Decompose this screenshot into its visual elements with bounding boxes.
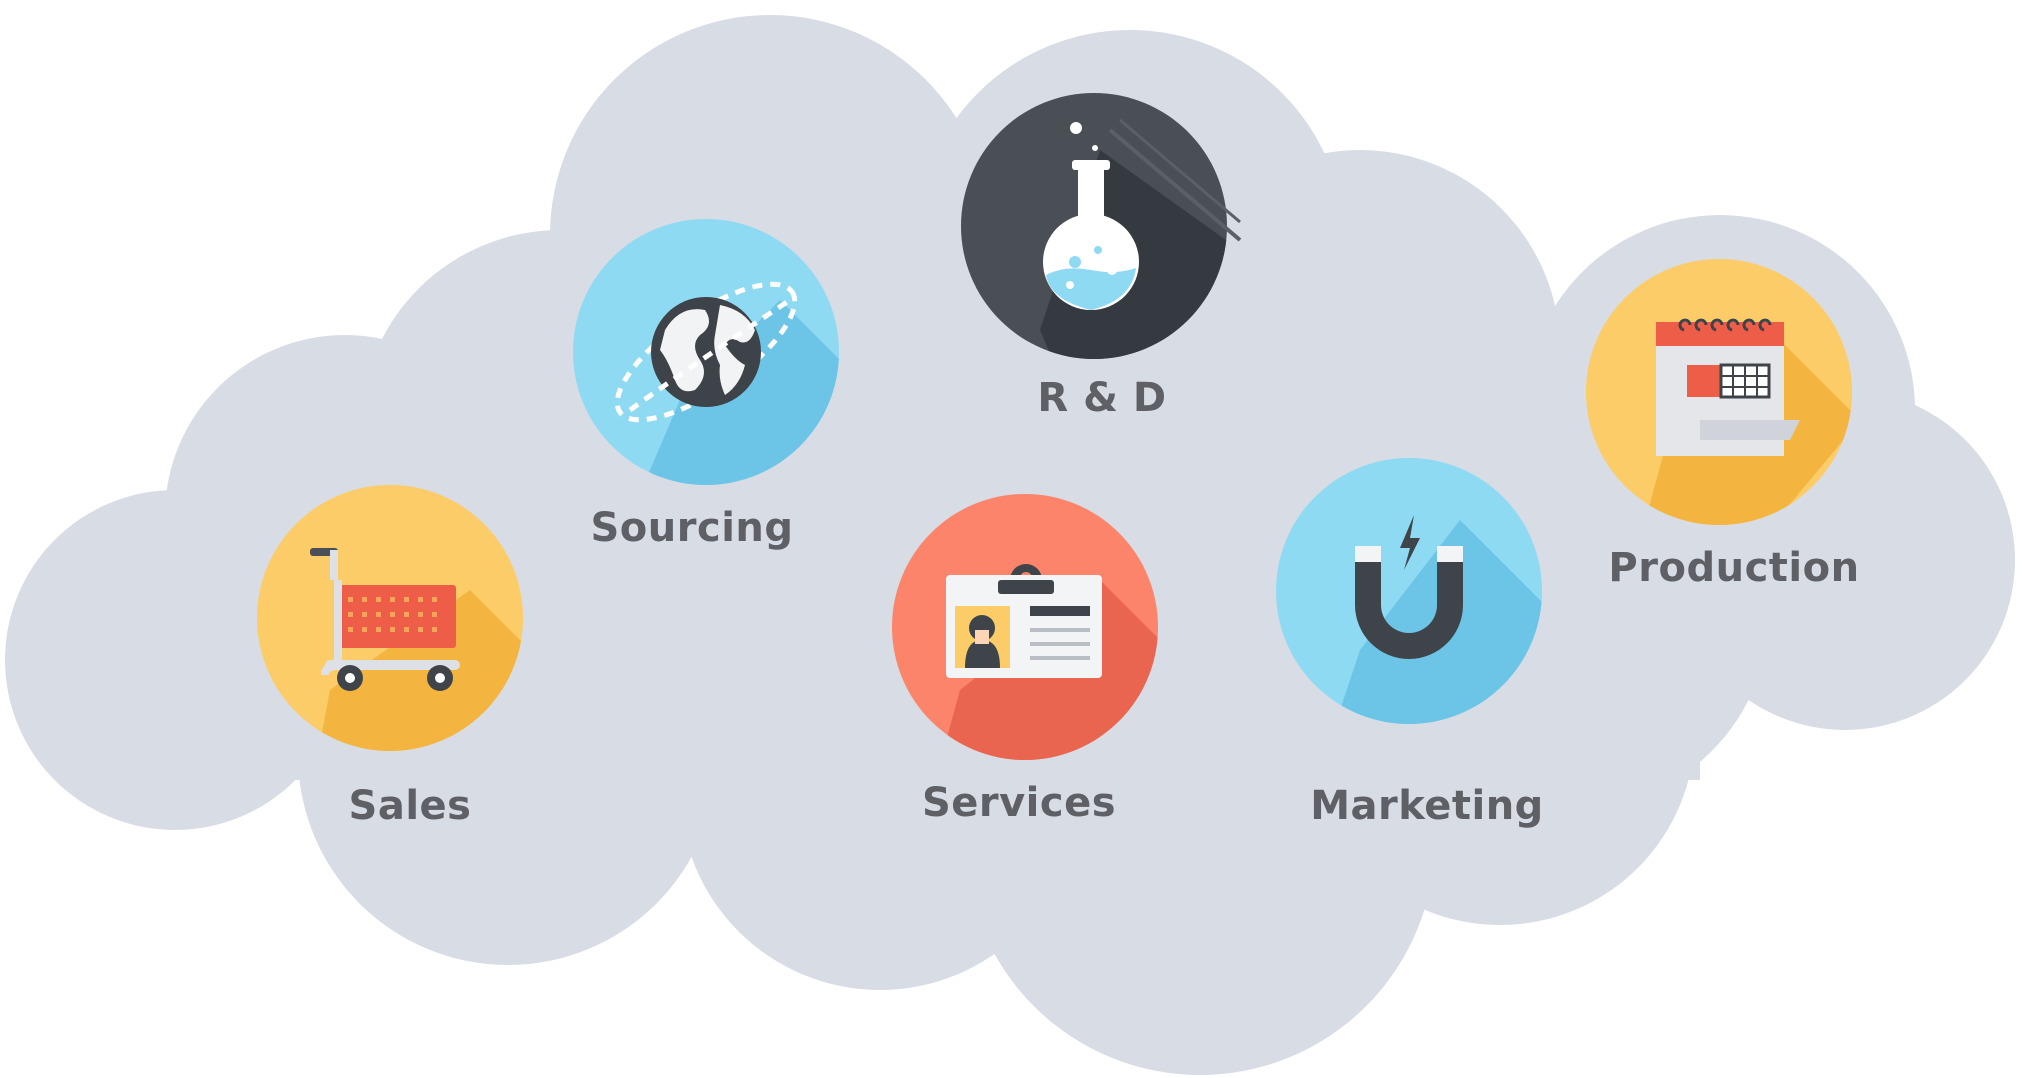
label-production: Production <box>1608 545 1860 591</box>
label-sales: Sales <box>348 783 472 829</box>
sales-node <box>257 485 523 751</box>
shopping-cart-icon <box>310 548 460 691</box>
magnet-icon <box>1355 515 1463 659</box>
label-rnd: R & D <box>1037 375 1167 421</box>
label-marketing: Marketing <box>1310 783 1544 829</box>
calendar-icon <box>1656 318 1800 456</box>
marketing-node <box>1276 458 1542 724</box>
globe-icon <box>614 281 798 423</box>
id-badge-icon <box>946 564 1102 678</box>
label-services: Services <box>921 780 1117 826</box>
flask-icon <box>1043 122 1139 310</box>
production-node <box>1586 259 1852 525</box>
label-sourcing: Sourcing <box>590 505 794 551</box>
